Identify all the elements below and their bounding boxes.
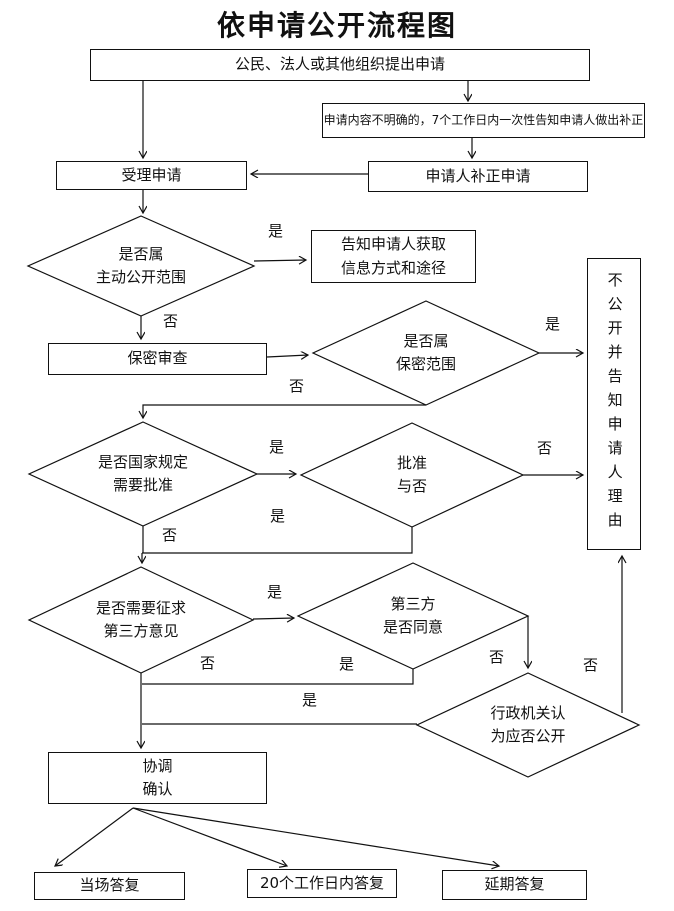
diamond-agency-line2: 为应否公开 xyxy=(490,727,566,745)
node-inform-line2: 信息方式和途径 xyxy=(340,258,446,277)
node-apply-label: 公民、法人或其他组织提出申请 xyxy=(234,55,445,74)
label-no-approved: 否 xyxy=(537,439,553,457)
node-delay-reply-label: 延期答复 xyxy=(484,875,545,894)
node-coordinate-line1: 协调 xyxy=(142,756,173,775)
node-inform: 告知申请人获取 信息方式和途径 xyxy=(311,230,476,283)
node-onspot-reply: 当场答复 xyxy=(34,872,185,900)
node-accept: 受理申请 xyxy=(56,161,247,190)
diamond-proactive-line1: 是否属 xyxy=(118,244,164,263)
edge-coordinate-within20 xyxy=(132,807,287,866)
label-yes-approval-needed: 是 xyxy=(269,438,285,456)
diamond-approval-needed-text: 是否国家规定 需要批准 xyxy=(98,451,188,498)
edge-coordinate-delay xyxy=(132,807,499,866)
node-apply: 公民、法人或其他组织提出申请 xyxy=(90,49,590,81)
diamond-agency-line1: 行政机关认 xyxy=(490,703,566,722)
edge-proactive-yes-inform xyxy=(253,260,306,261)
diamond-agency-decide xyxy=(415,672,641,778)
diamond-approved-line1: 批准 xyxy=(396,453,428,472)
label-yes-proactive: 是 xyxy=(268,222,284,240)
node-secrecy-review-label: 保密审查 xyxy=(127,349,188,368)
node-within20-reply: 20个工作日内答复 xyxy=(247,869,397,898)
diamond-approval-needed-line1: 是否国家规定 xyxy=(97,452,189,471)
edge-thirdpartyask-yes-agree xyxy=(252,618,294,619)
diamond-approved-or-not-text: 批准 与否 xyxy=(397,452,427,499)
edge-secret-no-approvalneeded xyxy=(143,404,426,418)
diamond-thirdparty-agree-line1: 第三方 xyxy=(390,594,436,613)
diamond-secret-scope-text: 是否属 保密范围 xyxy=(396,330,456,377)
node-correct: 申请人补正申请 xyxy=(368,161,588,192)
diamond-secret-line2: 保密范围 xyxy=(395,355,457,373)
node-clarify: 申请内容不明确的，7个工作日内一次性告知申请人做出补正 xyxy=(322,103,645,138)
diamond-need-thirdparty-text: 是否需要征求 第三方意见 xyxy=(96,597,186,644)
node-coordinate-line2: 确认 xyxy=(142,780,173,798)
label-no-need-thirdparty: 否 xyxy=(200,654,216,672)
node-onspot-reply-label: 当场答复 xyxy=(79,876,140,895)
label-yes-secret: 是 xyxy=(545,315,561,333)
diamond-thirdparty-agree-text: 第三方 是否同意 xyxy=(383,593,443,640)
diamond-agency-decide-text: 行政机关认 为应否公开 xyxy=(490,702,565,749)
label-yes-need-thirdparty: 是 xyxy=(267,583,283,601)
label-yes-approved: 是 xyxy=(270,507,286,525)
node-inform-line1: 告知申请人获取 xyxy=(340,235,446,254)
edge-thirdpartyagree-yes-left xyxy=(142,669,414,685)
node-correct-label: 申请人补正申请 xyxy=(425,166,531,185)
edge-secrecy-secret xyxy=(266,355,308,357)
node-coordinate: 协调 确认 xyxy=(48,752,267,804)
diamond-proactive-line2: 主动公开范围 xyxy=(95,268,187,286)
label-yes-thirdparty-agree: 是 xyxy=(339,655,355,673)
label-no-approval-needed: 否 xyxy=(162,526,178,544)
diamond-approved-line2: 与否 xyxy=(396,477,428,495)
label-no-thirdparty-agree: 否 xyxy=(489,648,505,666)
diamond-secret-line1: 是否属 xyxy=(403,331,449,350)
node-within20-reply-label: 20个工作日内答复 xyxy=(259,873,385,892)
diamond-approval-needed-line2: 需要批准 xyxy=(112,476,174,494)
diamond-thirdparty-agree-line2: 是否同意 xyxy=(382,618,444,636)
edge-coordinate-onspot xyxy=(55,807,134,866)
label-no-secret: 否 xyxy=(289,377,305,395)
label-yes-agency: 是 xyxy=(302,691,318,709)
label-no-proactive: 否 xyxy=(163,312,179,330)
node-accept-label: 受理申请 xyxy=(121,165,182,184)
node-not-disclose: 不公开并告知申请人理由 xyxy=(587,258,641,550)
diamond-need-thirdparty-line2: 第三方意见 xyxy=(103,622,179,640)
diamond-proactive-scope-text: 是否属 主动公开范围 xyxy=(96,243,186,290)
diamond-need-thirdparty-line1: 是否需要征求 xyxy=(95,598,187,617)
node-not-disclose-label: 不公开并告知申请人理由 xyxy=(605,272,624,536)
label-no-agency: 否 xyxy=(583,656,599,674)
node-clarify-label: 申请内容不明确的，7个工作日内一次性告知申请人做出补正 xyxy=(323,113,644,128)
node-delay-reply: 延期答复 xyxy=(442,870,587,900)
edge-approved-yes-down xyxy=(142,527,413,554)
node-secrecy-review: 保密审查 xyxy=(48,343,267,375)
page-title: 依申请公开流程图 xyxy=(216,9,457,42)
